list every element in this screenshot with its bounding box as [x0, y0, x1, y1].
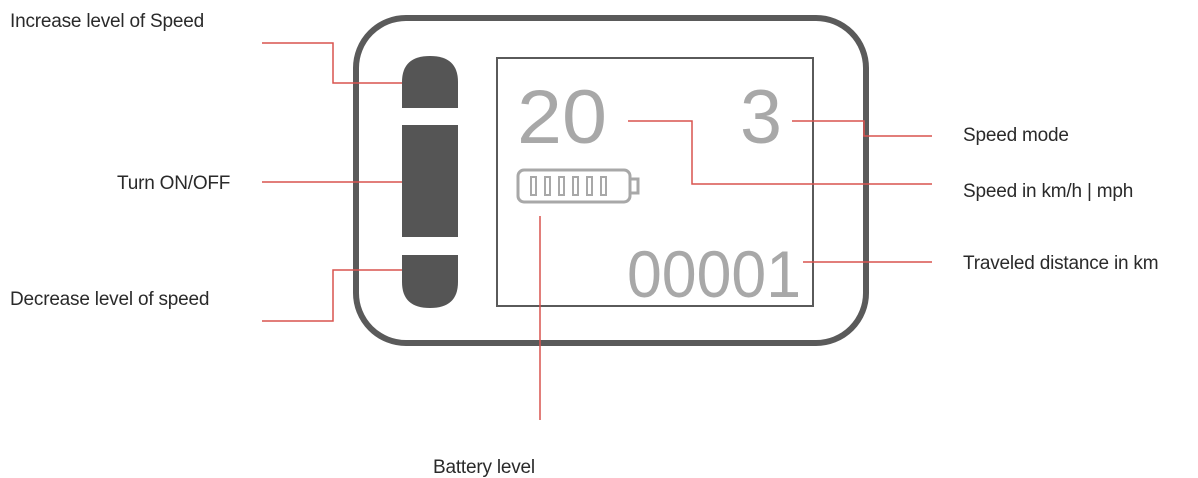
leader-speed	[628, 120, 932, 185]
leader-decrease	[262, 269, 402, 322]
decrease-button[interactable]	[402, 255, 458, 308]
battery-icon	[516, 168, 640, 204]
battery-bar	[600, 176, 607, 196]
speed-readout: 20	[517, 75, 607, 160]
label-speed-unit: Speed in km/h | mph	[963, 181, 1134, 202]
battery-bar	[544, 176, 551, 196]
odometer-readout: 00001	[627, 237, 801, 311]
leader-increase	[262, 42, 402, 84]
label-traveled-distance: Traveled distance in km	[963, 253, 1159, 274]
increase-button[interactable]	[402, 56, 458, 108]
power-button[interactable]	[402, 125, 458, 237]
battery-terminal	[628, 177, 640, 195]
label-increase-speed: Increase level of Speed	[10, 11, 204, 32]
battery-bar	[530, 176, 537, 196]
label-turn-on-off: Turn ON/OFF	[117, 173, 231, 194]
leader-mode	[792, 120, 932, 137]
battery-bar	[572, 176, 579, 196]
battery-bar	[586, 176, 593, 196]
battery-bar	[558, 176, 565, 196]
mode-readout: 3	[740, 75, 782, 160]
label-speed-mode: Speed mode	[963, 125, 1069, 146]
leader-lines	[262, 42, 932, 420]
battery-bars	[530, 176, 607, 196]
label-decrease-speed: Decrease level of speed	[10, 289, 210, 310]
label-battery-level: Battery level	[433, 457, 535, 478]
